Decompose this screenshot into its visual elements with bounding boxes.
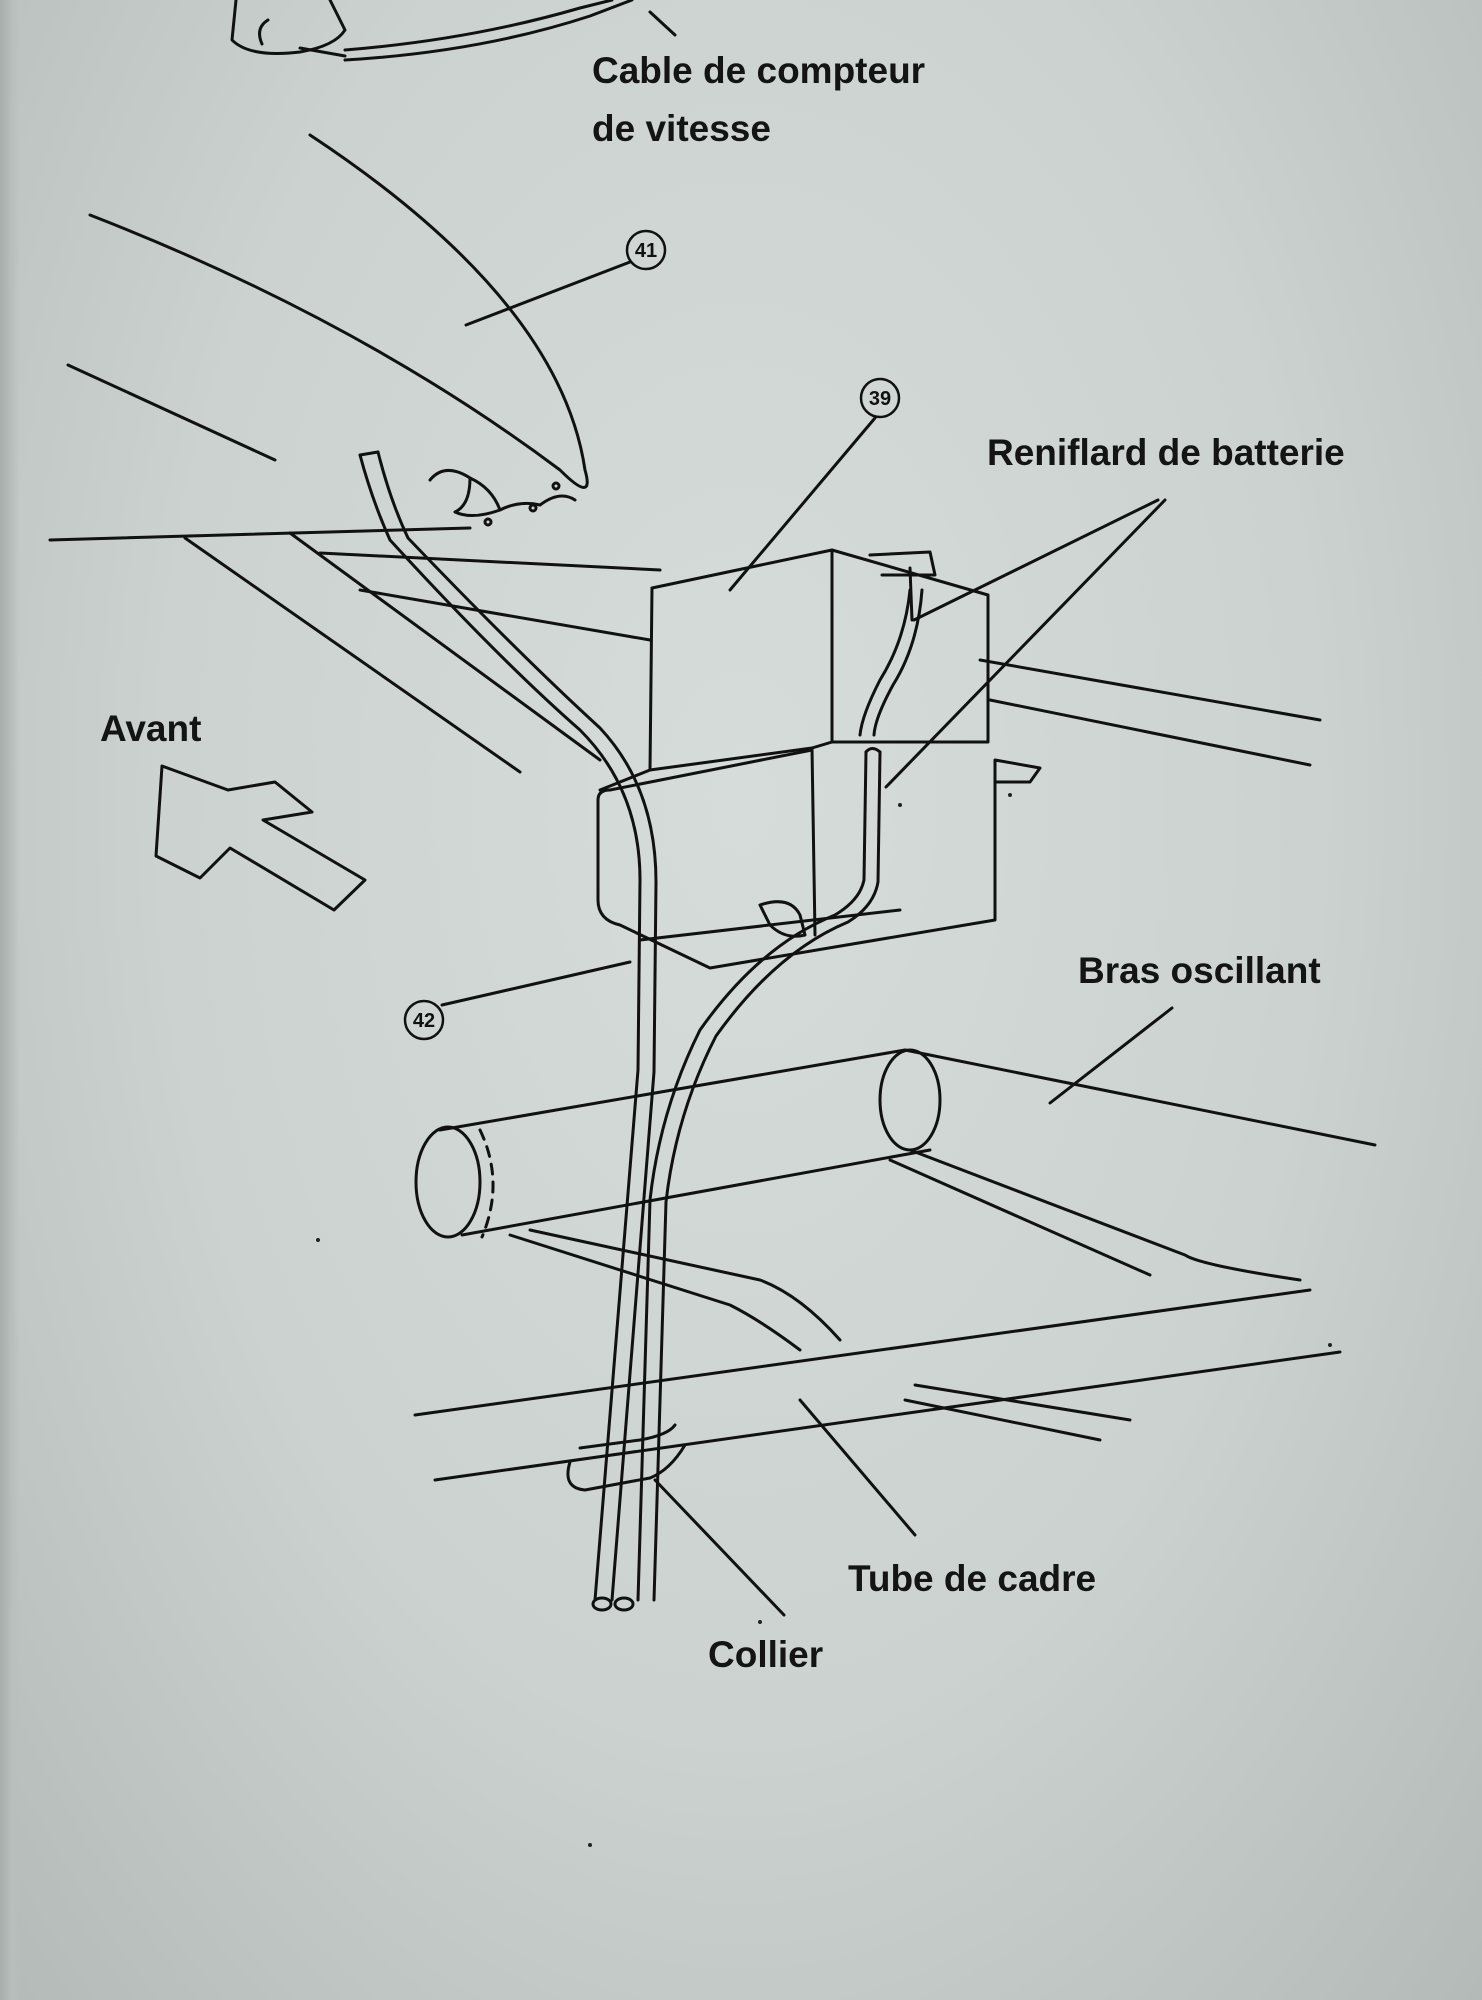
frame-tray [48,526,1322,774]
callout-39: 39 [859,377,901,419]
svg-text:42: 42 [413,1010,435,1032]
clamp-leader [653,1478,786,1617]
speedometer-cable [230,0,677,62]
swingarm [414,1048,1377,1442]
callout-42: 42 [403,999,445,1041]
callout-41-leader [464,260,632,327]
callout-42-leader [440,960,632,1007]
svg-text:41: 41 [635,240,657,262]
label-speedo-cable-line1: Cable de compteur [592,50,926,91]
callout-41: 41 [625,229,667,271]
hose-clip [758,900,807,938]
label-swingarm: Bras oscillant [1078,950,1321,991]
rear-fender [66,133,589,527]
hose-ends [591,1596,635,1612]
svg-text:39: 39 [869,388,891,410]
label-frame-tube: Tube de cadre [848,1558,1097,1599]
overflow-hose-42 [358,450,658,1602]
specks [316,793,1332,1847]
frame-tube-leader [798,1398,917,1537]
battery-box [596,548,1042,970]
label-battery-breather: Reniflard de batterie [987,432,1345,473]
breather-leader-1 [912,498,1160,622]
label-speedo-cable-line2: de vitesse [592,108,771,149]
front-arrow [154,764,367,912]
breather-leader-2 [884,498,1167,789]
frame-tube [413,1288,1342,1482]
battery-breather-hose [636,588,924,1602]
label-clamp: Collier [708,1634,824,1675]
callout-39-leader [728,416,877,592]
label-front: Avant [100,708,202,749]
page-edge-shadow [0,0,20,2000]
clamp [566,1423,687,1492]
swingarm-leader [1048,1006,1174,1105]
